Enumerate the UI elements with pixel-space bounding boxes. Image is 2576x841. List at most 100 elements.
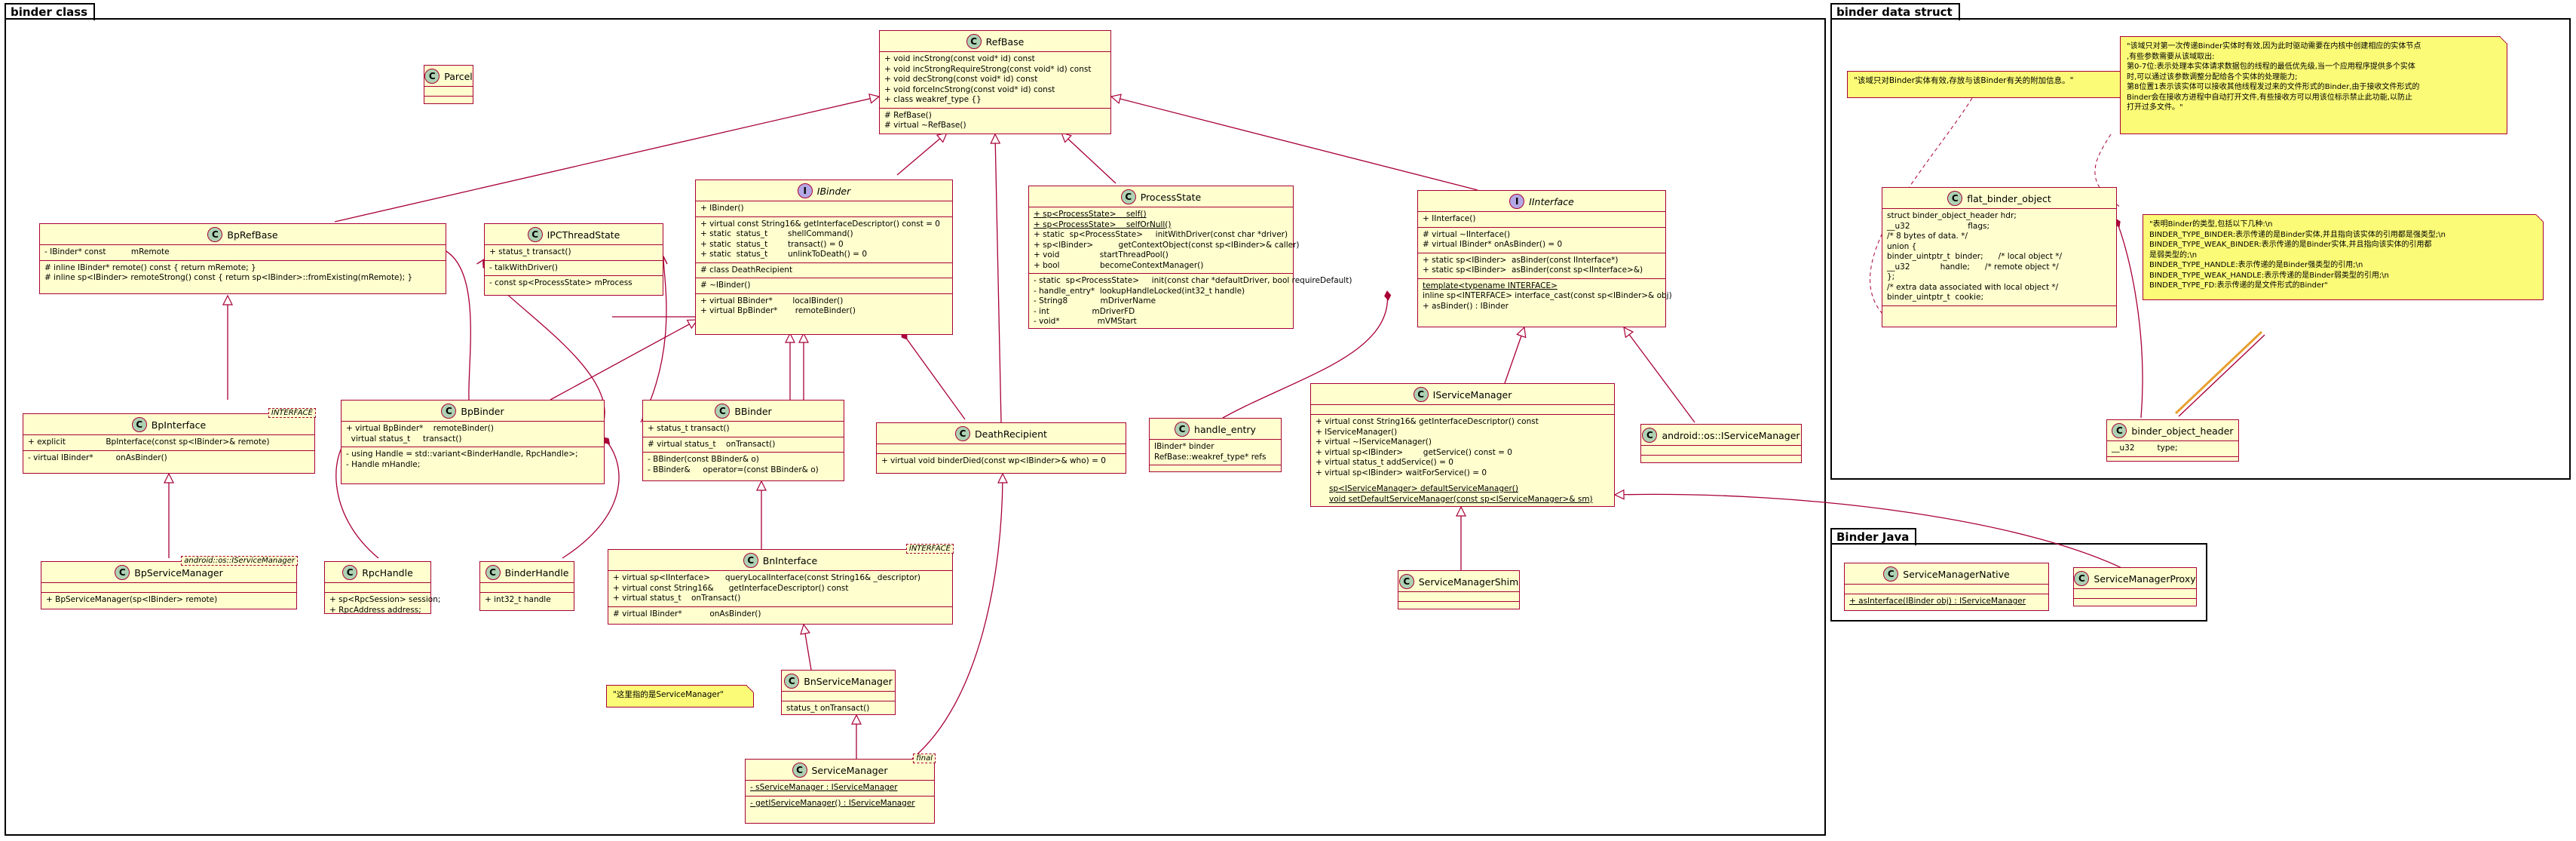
field: __u32 handle; /* remote object */ [1887,262,2059,272]
class-badge-icon: C [1413,387,1429,402]
method: + virtual sp<IInterface> queryLocalInter… [613,573,921,582]
class-name: Parcel [444,70,473,82]
class-name: IInterface [1529,195,1574,207]
class-badge-icon: C [743,553,758,568]
class-name: DeathRecipient [975,428,1047,440]
method: # ~IBinder() [700,281,751,290]
method: void setDefaultServiceManager(const sp<I… [1329,494,1593,504]
class-badge-icon: C [424,69,440,84]
method: + static sp<IBinder> asBinder(const sp<I… [1423,265,1643,275]
method: + virtual const String16& getInterfaceDe… [700,219,940,229]
method: - talkWithDriver() [489,262,559,272]
class-badge-icon: C [342,565,358,580]
method: + explicit BpInterface(const sp<IBinder>… [28,437,270,447]
edge-bpbinder-binderhandle [562,437,620,559]
package-binder-data-struct [1830,18,2571,480]
field: # class DeathRecipient [700,265,793,275]
template-tag: INTERFACE [268,408,316,418]
class-badge-icon: C [2112,423,2127,438]
method: + virtual void binderDied(const wp<IBind… [881,456,1106,465]
method: + sp<ProcessState> self() [1034,210,1147,219]
field: }; [1887,272,1895,281]
class-name: BpInterface [151,419,207,431]
method: # virtual status_t onTransact() [648,439,776,449]
interface-badge-icon: I [1509,194,1525,209]
edge-ibinder-deathrecipient [901,331,966,420]
method: # inline IBinder* remote() const { retur… [44,262,256,272]
class-name: IServiceManager [1432,388,1512,401]
field: - sServiceManager : IServiceManager [750,783,898,792]
method: + void startThreadPool() [1034,250,1169,259]
method: status_t onTransact() [786,704,870,713]
field: + RpcAddress address; [329,605,421,615]
interface-badge-icon: I [797,183,813,198]
class-name: RpcHandle [362,566,413,579]
field: - int mDriverFD [1034,306,1135,316]
class-badge-icon: C [207,227,223,242]
class-badge-icon: C [1175,422,1190,437]
method: + void incStrongRequireStrong(const void… [884,64,1092,74]
class-iinterface[interactable]: I IInterface + IInterface() # virtual ~II… [1417,190,1672,327]
field: binder_uintptr_t cookie; [1887,293,1984,302]
method: - BBinder(const BBinder& o) [648,455,759,464]
method: # virtual IBinder* onAsBinder() [613,609,761,618]
method: + virtual BpBinder* remoteBinder() [700,306,856,315]
class-name: BinderHandle [504,566,569,579]
method: + virtual BpBinder* remoteBinder() [346,424,494,433]
class-badge-icon: C [485,565,501,580]
class-badge-icon: C [1642,428,1658,443]
method: + static status_t shellCommand() [700,229,853,238]
edge-binderobjectheader-flat [2114,218,2143,419]
method: + IInterface() [1423,214,1476,223]
field: - using Handle = std::variant<BinderHand… [346,450,578,459]
edge-note-right-flat [2094,134,2121,207]
method: # virtual IBinder* onAsBinder() = 0 [1423,240,1563,249]
note-binder-object-header: "表明Binder的类型,包括以下几种:\n BINDER_TYPE_BINDE… [2143,214,2544,300]
edge-servicemanager-deathrecipient [911,474,1003,760]
field: binder_uintptr_t binder; /* local object… [1887,252,2063,261]
class-badge-icon: C [1883,566,1899,582]
note-servicemanager: "这里指的是ServiceManager" [606,685,754,707]
method: # inline sp<IBinder> remoteStrong() cons… [44,273,413,282]
method: - getIServiceManager() : IServiceManager [750,798,915,808]
class-parcel[interactable]: C Parcel [424,65,473,104]
method: # virtual ~IInterface() [1423,229,1511,239]
method: + static sp<ProcessState> initWithDriver… [1034,230,1288,239]
package-binder-java [1830,543,2207,622]
package-tab-binder-data-struct: binder data struct [1830,3,1960,20]
method: inline sp<INTERFACE> interface_cast(cons… [1423,291,1672,300]
method: + virtual BBinder* localBinder() [700,296,844,305]
method: + void incStrong(const void* id) const [884,54,1035,63]
method: + virtual status_t addService() = 0 [1316,458,1453,467]
edge-processstate-handle-entry [1222,290,1392,419]
edge-ibinder-refbase [896,133,947,176]
method: + virtual const String16& getInterfaceDe… [1316,417,1539,426]
class-badge-icon: C [792,763,807,778]
note-flat-right: "该域只对第一次传递Binder实体时有效,因为此时驱动需要在内核中创建相应的实… [2120,36,2507,134]
method: + sp<ProcessState> selfOrNull() [1034,219,1172,229]
field: __u32 type; [2112,444,2178,453]
